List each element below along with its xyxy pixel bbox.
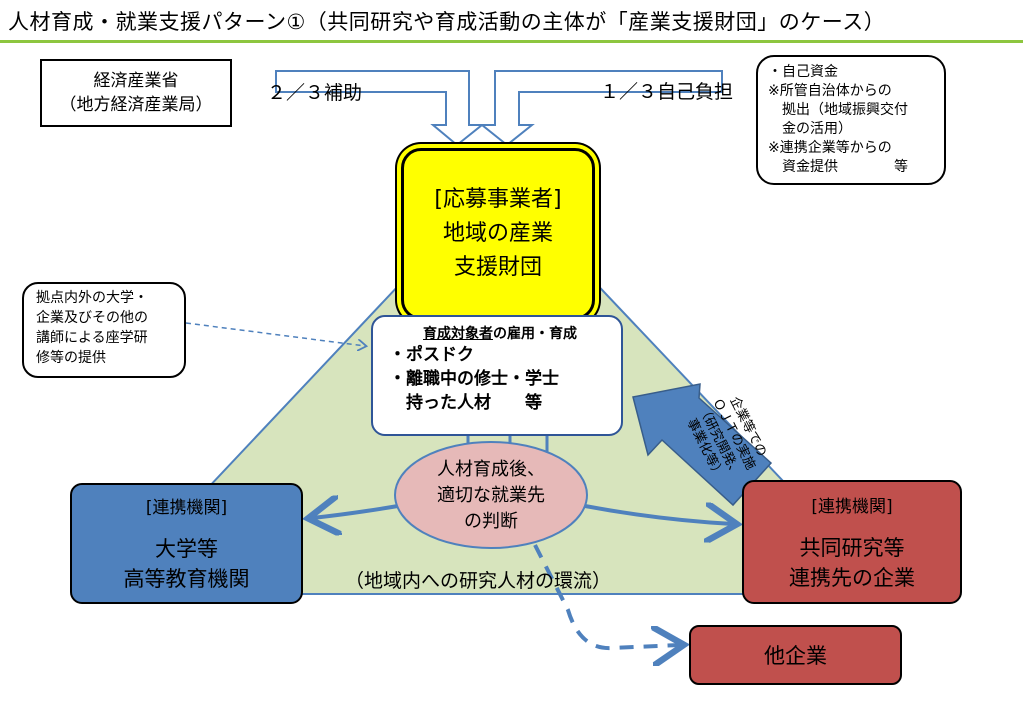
foundation-name-1: 地域の産業 xyxy=(442,221,553,246)
title-divider xyxy=(0,40,1023,43)
subsidy-label: ２／３補助 xyxy=(267,82,363,104)
university-name-2: 高等教育機関 xyxy=(123,567,250,591)
circulation-label: （地域内への研究人材の環流） xyxy=(345,570,612,592)
other-company-name: 他企業 xyxy=(764,644,827,668)
funding-line: ※所管自治体からの xyxy=(768,83,892,99)
trainees-header-rest: の雇用・育成 xyxy=(493,326,577,342)
corporation-tag: [連携機関] xyxy=(811,496,893,517)
self-burden-arrow xyxy=(479,70,723,147)
trainees-box: 育成対象者の雇用・育成 ・ポスドク ・離職中の修士・学士 持った人材 等 xyxy=(371,315,623,436)
page-title: 人材育成・就業支援パターン①（共同研究や育成活動の主体が「産業支援財団」のケース… xyxy=(8,10,886,34)
to-other-company-arrow xyxy=(533,544,680,648)
corporation-name-2: 連携先の企業 xyxy=(789,565,915,590)
trainee-item: ・ポスドク xyxy=(389,345,474,365)
applicant-foundation-box: [応募事業者] 地域の産業 支援財団 xyxy=(401,148,595,320)
foundation-tag: [応募事業者] xyxy=(434,187,562,212)
funding-sources-box: ・自己資金 ※所管自治体からの 拠出（地域振興交付 金の活用） ※連携企業等から… xyxy=(756,55,946,185)
judgement-line-1: 人材育成後、 xyxy=(437,459,545,480)
other-company-box: 他企業 xyxy=(689,625,902,685)
judgement-line-3: の判断 xyxy=(464,511,518,532)
university-tag: [連携機関] xyxy=(145,498,228,518)
lecturers-line: 講師による座学研 xyxy=(36,330,148,346)
funding-line: 金の活用） xyxy=(768,121,852,137)
trainees-header: 育成対象者の雇用・育成 xyxy=(389,323,611,343)
trainee-item: 持った人材 等 xyxy=(389,393,542,413)
lecturers-box: 拠点内外の大学・ 企業及びその他の 講師による座学研 修等の提供 xyxy=(22,282,186,378)
university-name-1: 大学等 xyxy=(155,537,218,561)
corporation-box: [連携機関] 共同研究等 連携先の企業 xyxy=(742,480,962,604)
foundation-name-2: 支援財団 xyxy=(453,255,542,280)
trainee-item: ・離職中の修士・学士 xyxy=(389,369,559,389)
ministry-box: 経済産業省 （地方経済産業局） xyxy=(40,59,232,127)
judgement-line-2: 適切な就業先 xyxy=(437,485,545,506)
judgement-ellipse xyxy=(394,441,588,549)
funding-line: 拠出（地域振興交付 xyxy=(768,102,908,118)
ministry-name: 経済産業省 xyxy=(93,71,179,91)
corporation-name-1: 共同研究等 xyxy=(799,535,905,560)
funding-line: ※連携企業等からの xyxy=(768,140,892,156)
lecturers-line: 企業及びその他の xyxy=(36,310,148,326)
lecturers-line: 修等の提供 xyxy=(36,350,106,366)
ministry-bureau: （地方経済産業局） xyxy=(59,95,213,115)
judgement-text: 人材育成後、 適切な就業先 の判断 xyxy=(396,444,586,548)
to-university-arrow xyxy=(312,506,399,518)
lecturers-line: 拠点内外の大学・ xyxy=(36,290,148,306)
university-box: [連携機関] 大学等 高等教育機関 xyxy=(70,483,303,604)
funding-line: 資金提供 等 xyxy=(768,159,908,175)
funding-line: ・自己資金 xyxy=(768,64,838,80)
subsidy-arrow xyxy=(275,70,485,147)
to-corporation-arrow xyxy=(584,506,733,524)
trainees-header-underlined: 育成対象者 xyxy=(423,326,493,342)
lecture-dashed-arrow xyxy=(185,322,365,346)
self-burden-label: １／３自己負担 xyxy=(600,81,734,103)
